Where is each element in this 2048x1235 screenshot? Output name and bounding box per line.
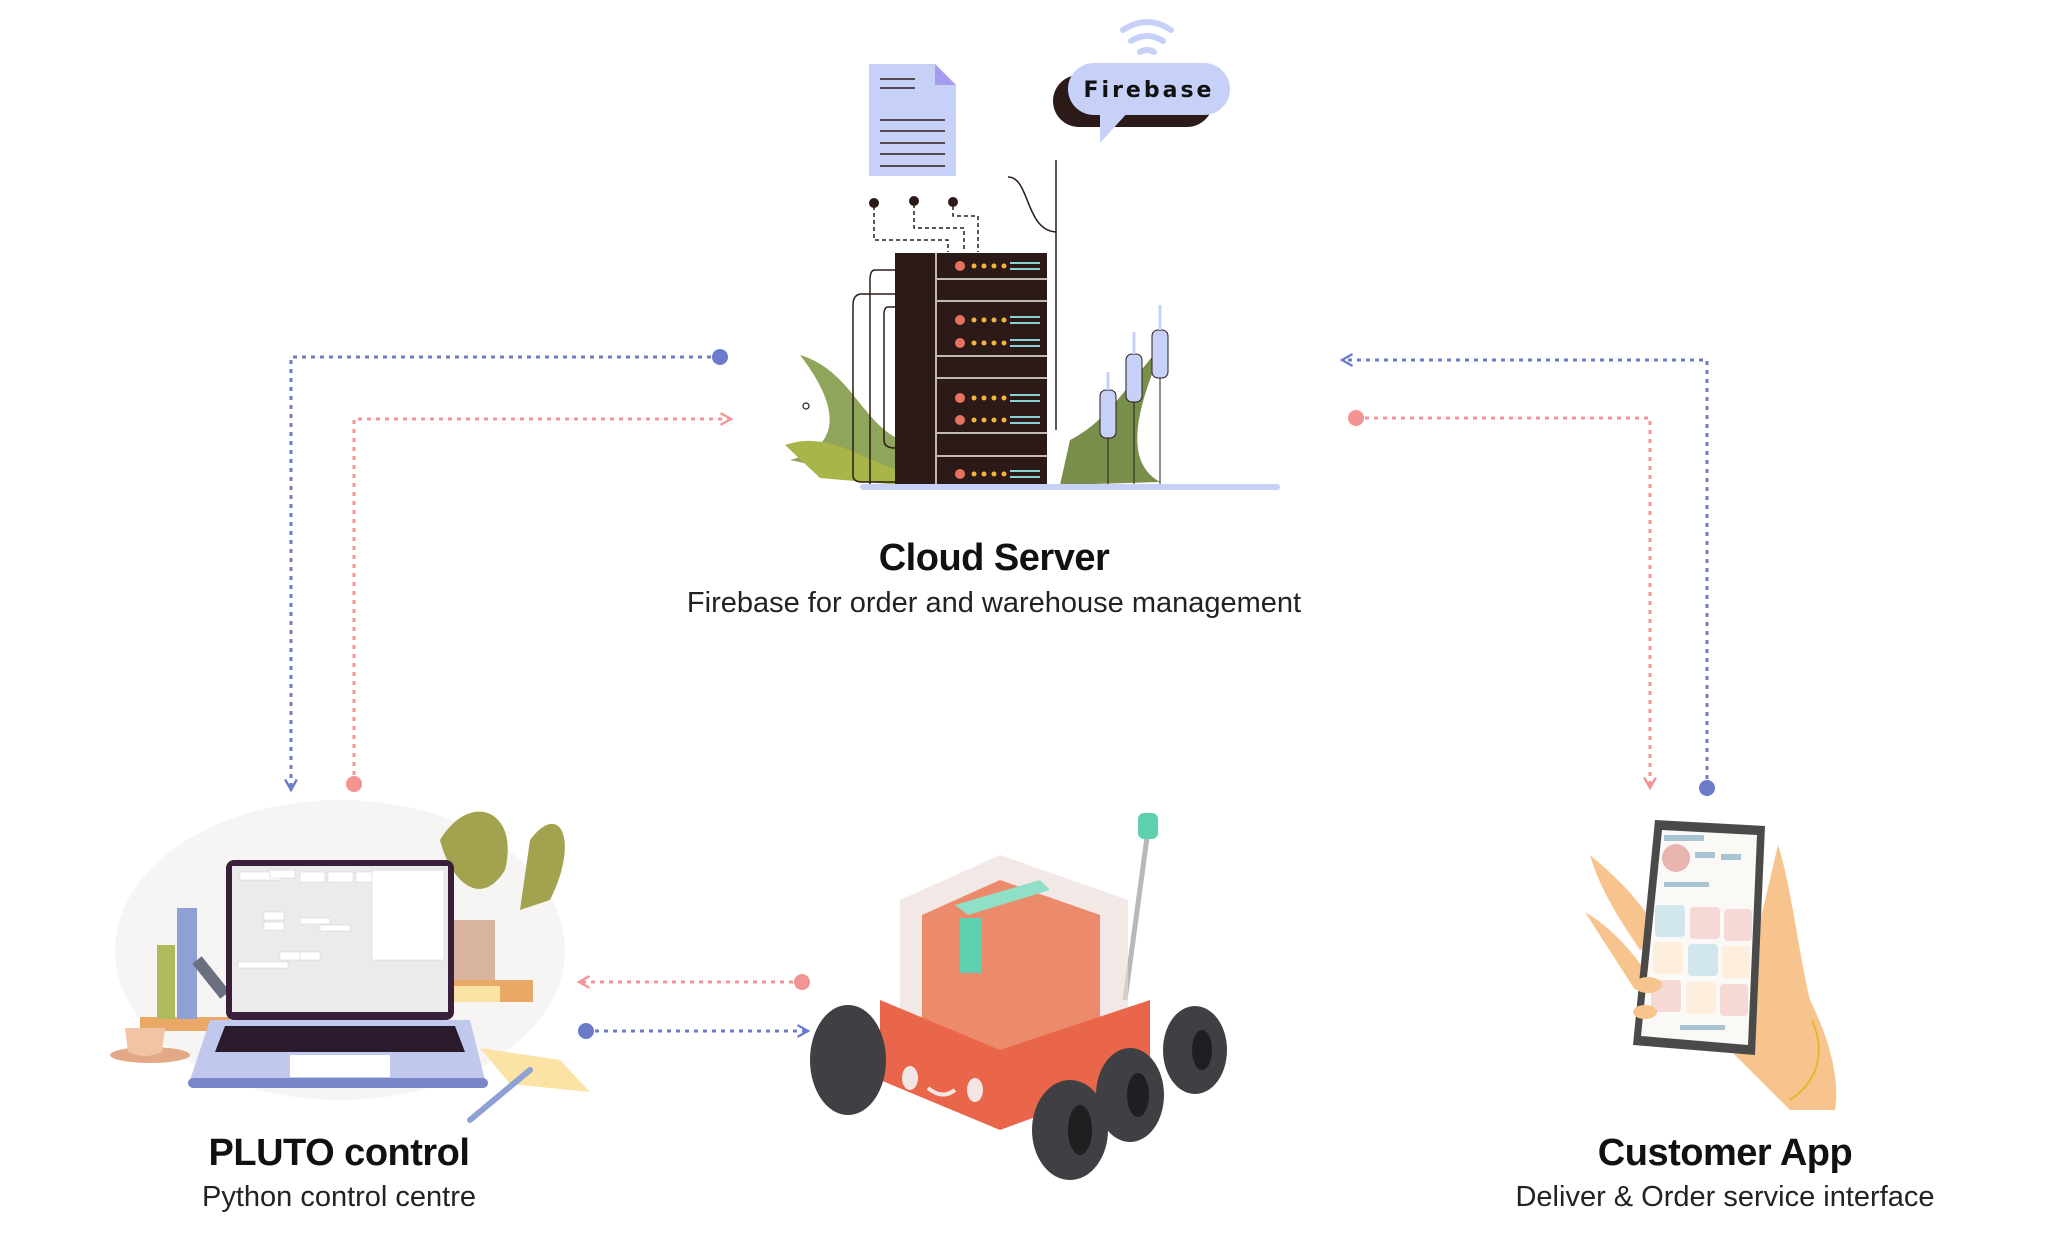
- connection-pluto-to-robot: [578, 1023, 808, 1039]
- app-tiles: [1651, 905, 1752, 1016]
- server-status-lights: [955, 261, 1040, 479]
- connection-pluto-to-cloud: [346, 419, 731, 792]
- firebase-badge-label: Firebase: [1084, 78, 1215, 103]
- connection-start-dot: [712, 349, 728, 365]
- coffee-cup-icon: [110, 1028, 190, 1063]
- document-icon: [869, 64, 956, 176]
- customer-app-title: Customer App: [1597, 1132, 1853, 1174]
- customer-app-subtitle: Deliver & Order service interface: [1515, 1181, 1935, 1213]
- connection-start-dot: [578, 1023, 594, 1039]
- connection-start-dot: [1348, 410, 1364, 426]
- cable-connectors: [1099, 305, 1169, 484]
- cloud-server-title: Cloud Server: [878, 537, 1110, 579]
- pluto-laptop-illustration: [110, 800, 590, 1123]
- cloud-server-illustration: Firebase: [785, 19, 1280, 490]
- connection-robot-to-pluto: [579, 974, 810, 990]
- connection-cloud-to-customer: [1348, 410, 1650, 788]
- cloud-server-subtitle: Firebase for order and warehouse managem…: [686, 587, 1302, 619]
- customer-phone-illustration: [1585, 820, 1837, 1110]
- pluto-control-title: PLUTO control: [208, 1132, 470, 1174]
- robot-wheels: [810, 1005, 1227, 1180]
- pluto-control-subtitle: Python control centre: [201, 1181, 477, 1213]
- wifi-icon: [1120, 19, 1174, 55]
- connection-start-dot: [1699, 780, 1715, 796]
- robot-face: [902, 1066, 983, 1102]
- notepad-icon: [467, 1048, 590, 1123]
- connection-start-dot: [794, 974, 810, 990]
- keyboard: [215, 1026, 465, 1052]
- connection-cloud-to-pluto: [291, 349, 728, 790]
- firebase-badge: Firebase: [1053, 19, 1230, 143]
- connection-start-dot: [346, 776, 362, 792]
- connection-customer-to-cloud: [1342, 360, 1715, 796]
- delivery-robot-illustration: [810, 813, 1227, 1180]
